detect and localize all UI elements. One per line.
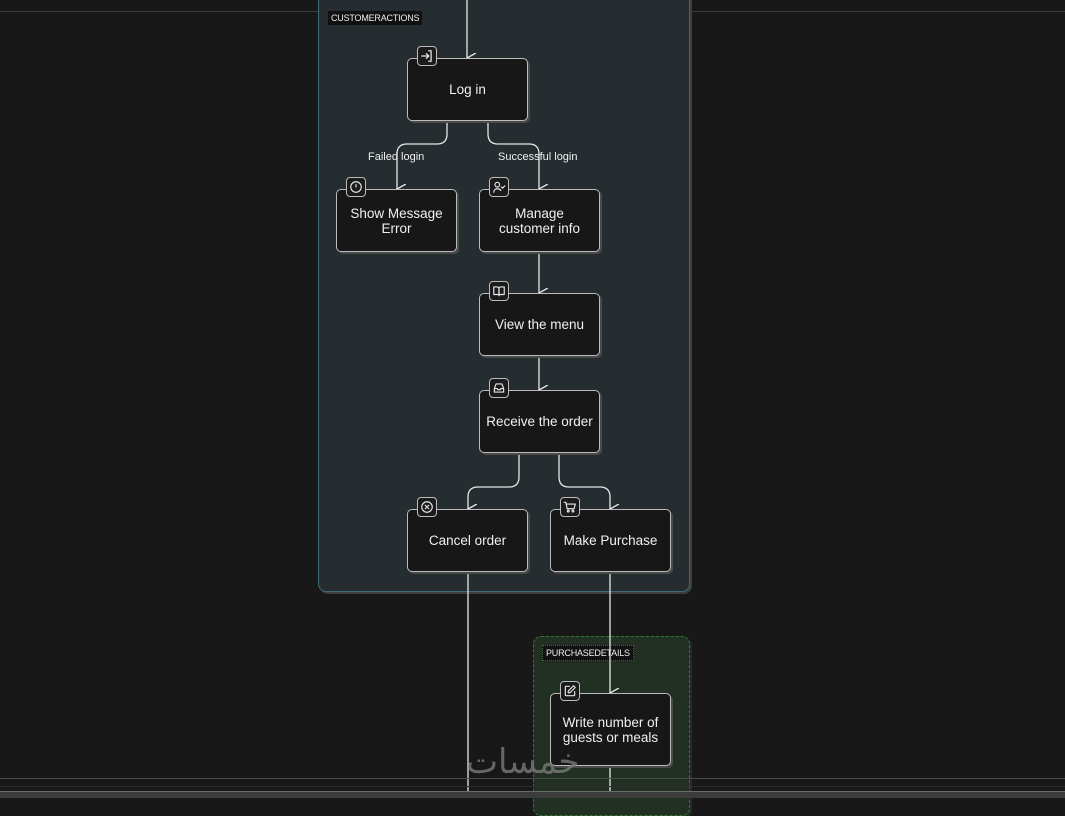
node-make-purchase[interactable]: Make Purchase bbox=[550, 497, 671, 572]
node-label: Receive the order bbox=[486, 414, 593, 429]
bottom-divider-2 bbox=[0, 786, 1065, 787]
node-label: Write number of guests or meals bbox=[562, 714, 659, 745]
node-manage-customer-info[interactable]: Manage customer info bbox=[479, 177, 600, 252]
user-check-icon bbox=[489, 177, 509, 197]
group-label: PURCHASEDETAILS bbox=[542, 645, 634, 661]
node-label: Manage customer info bbox=[498, 205, 581, 236]
edit-icon bbox=[560, 681, 580, 701]
node-show-message-error[interactable]: Show Message Error bbox=[336, 177, 457, 252]
edge-label-successful-login: Successful login bbox=[498, 151, 578, 163]
watermark: خمسات bbox=[466, 742, 580, 782]
group-label: CUSTOMERACTIONS bbox=[328, 11, 423, 25]
edge-label-failed-login: Failed login bbox=[368, 151, 425, 163]
node-write-number-of-guests[interactable]: Write number of guests or meals bbox=[550, 681, 671, 766]
node-log-in[interactable]: Log in bbox=[407, 46, 528, 121]
shopping-cart-icon bbox=[560, 497, 580, 517]
inbox-icon bbox=[489, 378, 509, 398]
alert-circle-icon bbox=[346, 177, 366, 197]
x-circle-icon bbox=[417, 497, 437, 517]
node-label: Log in bbox=[449, 82, 486, 97]
node-view-the-menu[interactable]: View the menu bbox=[479, 281, 600, 356]
node-label: Make Purchase bbox=[563, 533, 658, 548]
node-label: Cancel order bbox=[428, 533, 507, 548]
login-icon bbox=[417, 46, 437, 66]
book-open-icon bbox=[489, 281, 509, 301]
node-label: View the menu bbox=[494, 317, 585, 332]
node-label: Show Message Error bbox=[350, 205, 443, 236]
node-receive-the-order[interactable]: Receive the order bbox=[479, 378, 600, 453]
node-cancel-order[interactable]: Cancel order bbox=[407, 497, 528, 572]
bottom-divider bbox=[0, 778, 1065, 779]
horizontal-scrollbar[interactable] bbox=[0, 791, 1065, 798]
